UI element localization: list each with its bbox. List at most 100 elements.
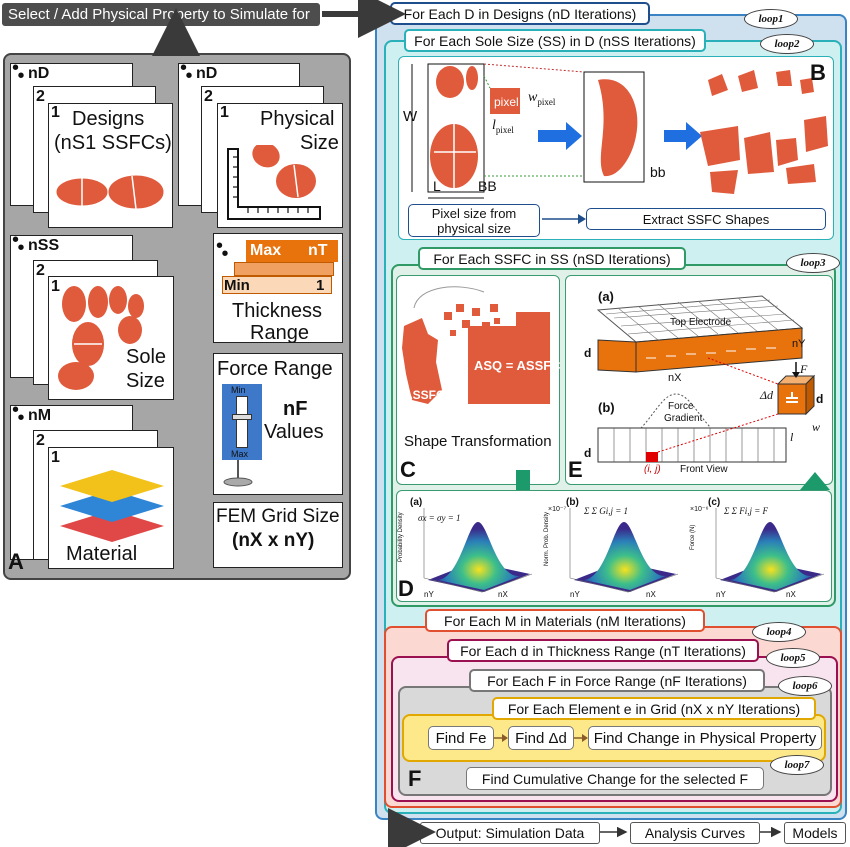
output-simulation-box[interactable]: Output: Simulation Data bbox=[420, 822, 600, 844]
thickness-nt: nT bbox=[308, 242, 328, 259]
select-property-button[interactable]: Select / Add Physical Property to Simula… bbox=[2, 3, 320, 26]
output-simulation-label: Output: Simulation Data bbox=[435, 825, 585, 841]
gaussian-surface-plot bbox=[715, 508, 825, 593]
find-fe-label: Find Fe bbox=[435, 729, 487, 747]
loop2-header[interactable]: For Each Sole Size (SS) in D (nSS Iterat… bbox=[404, 29, 706, 52]
panel-d-tag-c: (c) bbox=[708, 497, 721, 508]
loop1-tag: loop1 bbox=[744, 9, 798, 29]
loop1-label: For Each D in Designs (nD Iterations) bbox=[403, 5, 637, 22]
physical-count: nD bbox=[196, 65, 218, 82]
loop4-header[interactable]: For Each M in Materials (nM Iterations) bbox=[425, 609, 705, 632]
thickness-min: Min bbox=[224, 277, 250, 294]
panel-e-front-view: Front View bbox=[680, 464, 728, 475]
thickness-title: Thickness bbox=[232, 300, 323, 322]
sole-count: nSS bbox=[28, 237, 60, 254]
fem-grid-box[interactable] bbox=[213, 502, 343, 568]
thickness-subtitle: Range bbox=[250, 322, 309, 344]
panel-d-eq-c: Σ Σ Fi,j = F bbox=[724, 506, 769, 516]
loop3-header[interactable]: For Each SSFC in SS (nSD Iterations) bbox=[418, 247, 686, 270]
cumulative-box[interactable]: Find Cumulative Change for the selected … bbox=[466, 767, 764, 790]
analysis-curves-label: Analysis Curves bbox=[644, 825, 746, 841]
extract-ssfc-label: Extract SSFC Shapes bbox=[642, 211, 770, 227]
loop6-header[interactable]: For Each F in Force Range (nF Iterations… bbox=[469, 669, 765, 692]
panel-b-BB: BB bbox=[478, 178, 497, 194]
panel-e-l: l bbox=[790, 430, 794, 444]
designs-count: nD bbox=[28, 65, 50, 82]
find-fe-box[interactable]: Find Fe bbox=[428, 726, 494, 750]
force-range-box[interactable] bbox=[213, 353, 343, 495]
force-title: Force Range bbox=[217, 358, 333, 380]
panel-b-bb: bb bbox=[650, 164, 666, 180]
layers-icon bbox=[60, 470, 164, 542]
extract-ssfc-box[interactable]: Extract SSFC Shapes bbox=[586, 208, 826, 230]
loop2-label: For Each Sole Size (SS) in D (nSS Iterat… bbox=[414, 32, 696, 49]
models-label: Models bbox=[792, 825, 838, 841]
loop5-header[interactable]: For Each d in Thickness Range (nT Iterat… bbox=[447, 639, 759, 662]
find-dd-label: Find Δd bbox=[515, 729, 567, 747]
panel-e-letter: E bbox=[568, 457, 583, 482]
material-title: Material bbox=[66, 543, 138, 565]
panel-b-diagram bbox=[411, 63, 828, 199]
sole-index-1: 1 bbox=[51, 278, 60, 295]
panel-e-w: w bbox=[812, 420, 821, 434]
panel-e-nx: nX bbox=[668, 372, 682, 384]
arrow-pixel-to-extract bbox=[542, 214, 586, 224]
force-gauge-track bbox=[236, 396, 248, 448]
find-change-label: Find Change in Physical Property bbox=[593, 729, 817, 747]
arrow-elbow-to-output bbox=[388, 808, 436, 847]
gaussian-surface-plot bbox=[569, 508, 679, 593]
panel-d-tag-b: (b) bbox=[566, 497, 579, 508]
panel-d-plots bbox=[423, 508, 825, 593]
sole-dots: • • bbox=[12, 229, 25, 259]
find-change-box[interactable]: Find Change in Physical Property bbox=[588, 726, 822, 750]
loop2-tag: loop2 bbox=[760, 34, 814, 54]
panel-d-ny-a: nY bbox=[424, 590, 434, 599]
pixel-size-box[interactable]: Pixel size from physical size bbox=[408, 204, 540, 237]
cumulative-label: Find Cumulative Change for the selected … bbox=[481, 770, 749, 787]
panel-c-assfc: ASSFC bbox=[404, 388, 445, 402]
thickness-dots: • • bbox=[216, 235, 229, 265]
panel-d-letter: D bbox=[398, 576, 414, 601]
panel-e-d1: d bbox=[584, 346, 592, 360]
panel-e-top-electrode: Top Electrode bbox=[670, 317, 732, 328]
loop6-label: For Each F in Force Range (nF Iterations… bbox=[487, 672, 747, 689]
thickness-max: Max bbox=[250, 242, 282, 259]
gaussian-surface-plot bbox=[423, 508, 533, 593]
designs-dots: • • bbox=[12, 57, 25, 87]
loop7-header[interactable]: For Each Element e in Grid (nX x nY Iter… bbox=[492, 697, 816, 720]
panel-d-tag-a: (a) bbox=[410, 497, 423, 508]
panel-e-ny: nY bbox=[792, 338, 806, 350]
pixel-size-line2: physical size bbox=[437, 220, 511, 236]
panel-e-a: (a) bbox=[598, 289, 614, 304]
panel-e-d3: d bbox=[584, 446, 592, 460]
thickness-layer-front bbox=[222, 276, 332, 294]
panel-b-pixel: pixel bbox=[494, 95, 519, 109]
surface-axes bbox=[715, 508, 825, 593]
panel-d-zlabel-a: Probability Density bbox=[398, 512, 404, 562]
panel-b-letter: B bbox=[810, 60, 826, 85]
panel-c-letter: C bbox=[400, 457, 416, 482]
loop3-tag: loop3 bbox=[786, 253, 840, 273]
panel-d-eq-a: σx = σy = 1 bbox=[418, 513, 461, 523]
physical-dots: • • bbox=[180, 57, 193, 87]
surface-peak bbox=[730, 522, 812, 590]
force-gauge-handle bbox=[232, 414, 252, 420]
ruler-icon bbox=[227, 145, 321, 220]
panel-d-nx-a: nX bbox=[498, 590, 508, 599]
physical-subtitle: Size bbox=[300, 132, 339, 154]
panel-b-l-pixel: lpixel bbox=[492, 118, 514, 135]
loop1-header[interactable]: For Each D in Designs (nD Iterations) bbox=[390, 2, 650, 25]
designs-subtitle: (nS1 SSFCs) bbox=[54, 132, 172, 154]
force-gauge-base bbox=[223, 460, 253, 487]
analysis-curves-box[interactable]: Analysis Curves bbox=[630, 822, 760, 844]
loop5-label: For Each d in Thickness Range (nT Iterat… bbox=[460, 642, 746, 659]
surface-axes bbox=[569, 508, 679, 593]
designs-card-front[interactable] bbox=[48, 103, 173, 228]
models-box[interactable]: Models bbox=[784, 822, 846, 844]
designs-foot-shapes bbox=[55, 174, 165, 210]
surface-axes bbox=[423, 508, 533, 593]
sole-subtitle: Size bbox=[126, 370, 165, 392]
designs-index-1: 1 bbox=[51, 104, 60, 121]
find-dd-box[interactable]: Find Δd bbox=[508, 726, 574, 750]
physical-index-2: 2 bbox=[204, 88, 213, 105]
